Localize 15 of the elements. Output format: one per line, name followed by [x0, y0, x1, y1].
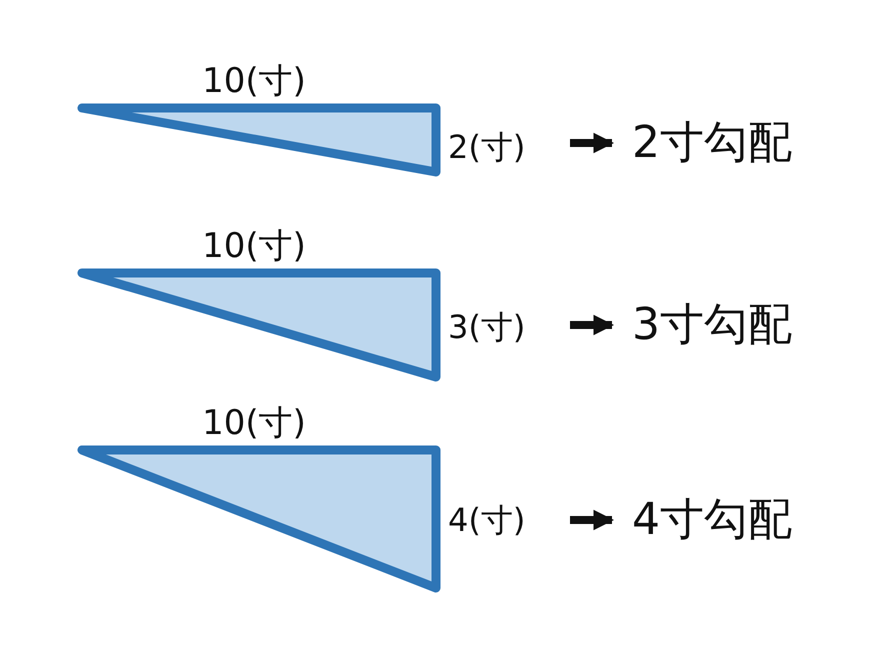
- slope-label: 2寸勾配: [612, 113, 852, 173]
- triangle-shape: [77, 103, 441, 177]
- arrow: [570, 132, 614, 154]
- arrow: [570, 314, 614, 336]
- slope-label: 3寸勾配: [612, 295, 852, 355]
- height-label: 2(寸): [448, 125, 570, 169]
- length-label: 10(寸): [202, 225, 306, 268]
- height-label: 3(寸): [448, 305, 570, 349]
- arrow: [570, 510, 614, 530]
- triangle-shape: [77, 445, 441, 593]
- length-label: 10(寸): [202, 60, 306, 103]
- triangle-shape: [77, 268, 441, 382]
- slope-label: 4寸勾配: [612, 490, 852, 550]
- height-label: 4(寸): [448, 498, 570, 542]
- length-label: 10(寸): [202, 402, 306, 445]
